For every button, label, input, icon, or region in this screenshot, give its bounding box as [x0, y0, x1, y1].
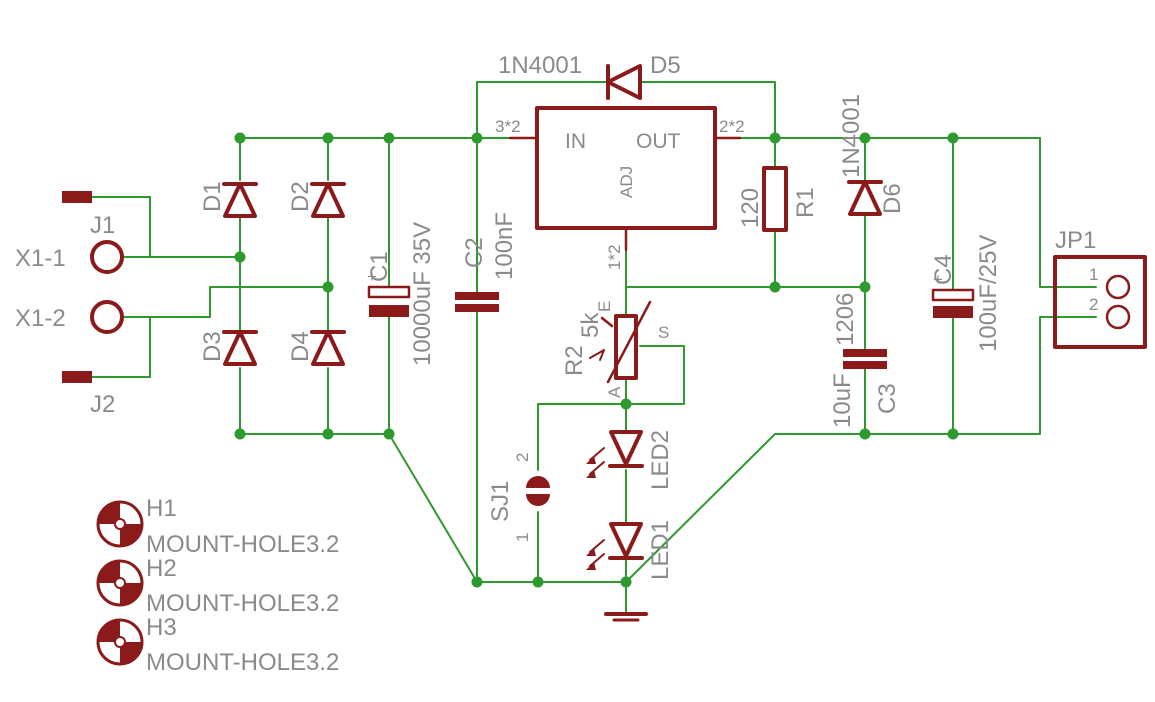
wires [89, 81, 1097, 613]
resistor-r1: 120 R1 [737, 166, 819, 232]
junction-dot [947, 132, 959, 144]
component-label: 1206 [832, 293, 859, 346]
component-label: D4 [287, 331, 314, 362]
connector-j2: J2 [62, 371, 115, 418]
component-label: + [367, 267, 377, 286]
junctions [234, 132, 959, 588]
component-label: C2 [461, 237, 488, 268]
solder-jumper-sj1: SJ1 2 1 [487, 453, 550, 542]
junction-dot [234, 251, 246, 263]
component-label: 1 [513, 533, 532, 542]
component-label: 5k [577, 312, 604, 338]
component-label: D2 [287, 181, 314, 212]
component-label: IN [565, 130, 586, 153]
capacitor-c4: + C4 100uF/25V [930, 235, 1002, 352]
component-label: 2*2 [719, 117, 745, 136]
component-label: E [595, 301, 614, 312]
capacitor-c3: 1206 10uF C3 [829, 293, 901, 428]
junction-dot [620, 398, 632, 410]
terminal-x1-1: X1-1 [15, 240, 124, 274]
header-jp1: JP1 1 2 [1053, 227, 1147, 349]
junction-dot [769, 281, 781, 293]
connector-j1: J1 [62, 191, 115, 239]
led-led2: LED2 [586, 430, 674, 490]
diode-d6: 1N4001 D6 [838, 94, 906, 216]
component-label: X1-2 [15, 305, 66, 332]
component-label: D5 [650, 52, 681, 79]
component-label: C3 [874, 383, 901, 414]
component-label: 1 [1089, 265, 1098, 284]
capacitor-c2: C2 100nF [455, 212, 518, 312]
junction-dot [471, 576, 483, 588]
component-label: 1*2 [605, 244, 624, 270]
voltage-regulator: IN OUT ADJ 3*2 2*2 1*2 [495, 106, 745, 270]
junction-dot [234, 132, 246, 144]
component-label: 2 [1089, 295, 1098, 314]
component-label: 120 [737, 188, 764, 228]
diode-d4: D4 [287, 330, 346, 366]
junction-dot [383, 132, 395, 144]
ground-symbol [604, 612, 648, 622]
junction-dot [322, 428, 334, 440]
component-label: R1 [792, 187, 819, 218]
component-label: MOUNT-HOLE3.2 [146, 531, 339, 558]
diode-d5: 1N4001 D5 [498, 52, 681, 100]
component-label: D6 [879, 183, 906, 214]
component-label: MOUNT-HOLE3.2 [146, 590, 339, 617]
component-label: X1-1 [15, 245, 66, 272]
diode-d3: D3 [199, 330, 258, 366]
potentiometer-r2: E S A R2 5k [561, 301, 669, 398]
junction-dot [859, 428, 871, 440]
mount-hole-h2: H2 MOUNT-HOLE3.2 [96, 555, 339, 617]
component-label: R2 [561, 345, 588, 376]
component-label: H2 [146, 555, 177, 582]
diode-d2: D2 [287, 181, 346, 218]
component-label: 100nF [491, 212, 518, 280]
component-label: SJ1 [487, 481, 514, 522]
diode-d1: D1 [199, 181, 258, 218]
led-led1: LED1 [586, 520, 674, 580]
component-label: J1 [90, 212, 115, 239]
terminal-x1-2: X1-2 [15, 300, 124, 334]
component-label: 1N4001 [498, 52, 582, 79]
junction-dot [471, 132, 483, 144]
junction-dot [322, 132, 334, 144]
component-label: C1 [366, 251, 393, 282]
junction-dot [947, 428, 959, 440]
component-label: C4 [930, 254, 957, 285]
component-label: 10000uF 35V [409, 222, 436, 366]
component-label: S [658, 323, 669, 342]
component-label: MOUNT-HOLE3.2 [146, 649, 339, 676]
component-label: H1 [146, 495, 177, 522]
junction-dot [769, 132, 781, 144]
component-label: D3 [199, 331, 226, 362]
junction-dot [859, 132, 871, 144]
component-label: OUT [636, 130, 681, 153]
junction-dot [383, 428, 395, 440]
component-label: LED1 [647, 520, 674, 580]
component-label: H3 [146, 614, 177, 641]
mount-hole-h3: H3 MOUNT-HOLE3.2 [96, 614, 339, 676]
component-label: JP1 [1055, 227, 1096, 254]
component-label: 1N4001 [838, 94, 865, 178]
junction-dot [859, 281, 871, 293]
component-label: + [933, 270, 943, 289]
junction-dot [532, 576, 544, 588]
component-label: 3*2 [495, 117, 521, 136]
component-label: D1 [199, 181, 226, 212]
component-label: 100uF/25V [975, 235, 1002, 352]
component-label: 2 [513, 453, 532, 462]
component-label: A [605, 386, 624, 398]
component-label: ADJ [617, 166, 636, 198]
component-label: LED2 [647, 430, 674, 490]
junction-dot [234, 428, 246, 440]
component-label: 10uF [829, 373, 856, 428]
junction-dot [620, 576, 632, 588]
capacitor-c1: + C1 10000uF 35V [366, 222, 436, 366]
junction-dot [322, 281, 334, 293]
component-label: J2 [90, 391, 115, 418]
mount-hole-h1: H1 MOUNT-HOLE3.2 [96, 495, 339, 558]
